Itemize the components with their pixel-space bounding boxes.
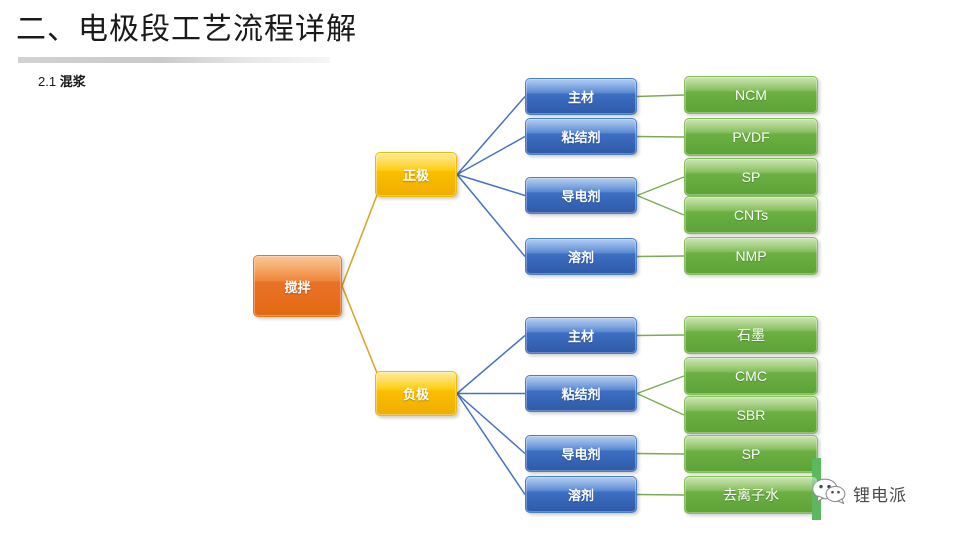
node-material-1-3-label: SP	[741, 446, 761, 462]
node-material-1-3[interactable]: SP	[684, 435, 818, 473]
node-material-1-4-label: 去离子水	[723, 487, 779, 503]
connector-branch-category	[456, 174, 526, 257]
node-category-0-0-label: 主材	[567, 90, 594, 105]
connector-category-material	[636, 334, 685, 337]
node-category-0-0[interactable]: 主材	[525, 78, 637, 115]
title-divider	[18, 57, 330, 63]
connector-category-material	[636, 94, 685, 98]
node-material-0-3[interactable]: CNTs	[684, 196, 818, 234]
node-branch-1[interactable]: 负极	[375, 371, 457, 416]
node-category-1-2[interactable]: 导电剂	[525, 435, 637, 472]
connector-category-material	[636, 375, 685, 395]
node-category-1-1-label: 粘结剂	[561, 387, 601, 402]
node-material-1-2-label: SBR	[736, 407, 766, 423]
connector-category-material	[636, 493, 685, 496]
node-category-0-1[interactable]: 粘结剂	[525, 118, 637, 155]
node-category-0-2[interactable]: 导电剂	[525, 177, 637, 214]
connector-branch-category	[456, 96, 526, 175]
connector-category-material	[636, 452, 685, 455]
node-branch-0[interactable]: 正极	[375, 152, 457, 197]
node-root-mixing[interactable]: 搅拌	[253, 255, 342, 317]
connector-branch-category	[456, 173, 526, 197]
connector-root-branch	[341, 285, 378, 374]
node-material-0-4[interactable]: NMP	[684, 237, 818, 275]
node-branch-0-label: 正极	[402, 168, 429, 183]
node-category-1-3[interactable]: 溶剂	[525, 476, 637, 513]
node-material-0-3-label: CNTs	[733, 207, 769, 223]
node-material-0-0-label: NCM	[735, 87, 767, 103]
watermark-label: 锂电派	[853, 486, 907, 505]
node-material-1-1[interactable]: CMC	[684, 357, 818, 395]
connector-branch-category	[456, 334, 526, 395]
node-material-0-1[interactable]: PVDF	[684, 118, 818, 156]
node-material-1-2[interactable]: SBR	[684, 396, 818, 434]
node-category-0-1-label: 粘结剂	[561, 130, 601, 145]
node-category-1-1[interactable]: 粘结剂	[525, 375, 637, 412]
node-material-0-1-label: PVDF	[732, 129, 770, 145]
node-material-0-2[interactable]: SP	[684, 158, 818, 196]
node-category-1-0[interactable]: 主材	[525, 317, 637, 354]
connector-category-material	[636, 176, 685, 197]
wechat-icon	[812, 478, 846, 509]
connector-category-material	[636, 255, 685, 258]
node-category-1-0-label: 主材	[567, 329, 594, 344]
connector-category-material	[636, 392, 685, 416]
node-material-1-1-label: CMC	[735, 368, 767, 384]
node-category-0-3-label: 溶剂	[567, 250, 594, 265]
node-material-0-2-label: SP	[741, 169, 761, 185]
node-material-0-0[interactable]: NCM	[684, 76, 818, 114]
section-number: 2.1	[38, 74, 60, 89]
connector-root-branch	[341, 194, 378, 287]
node-branch-1-label: 负极	[402, 387, 429, 402]
page-title: 二、电极段工艺流程详解	[16, 13, 357, 46]
watermark: 锂电派	[812, 478, 907, 509]
node-material-1-0-label: 石墨	[737, 327, 765, 343]
node-material-1-0[interactable]: 石墨	[684, 316, 818, 354]
node-material-1-4[interactable]: 去离子水	[684, 476, 818, 514]
node-category-0-3[interactable]: 溶剂	[525, 238, 637, 275]
node-category-1-2-label: 导电剂	[561, 447, 601, 462]
connector-category-material	[636, 194, 685, 216]
node-category-1-3-label: 溶剂	[567, 488, 594, 503]
node-category-0-2-label: 导电剂	[561, 189, 601, 204]
section-label: 混浆	[59, 74, 86, 89]
node-material-0-4-label: NMP	[735, 248, 767, 264]
connector-branch-category	[456, 393, 526, 495]
connector-branch-category	[456, 135, 526, 176]
section-subtitle: 2.1 混浆	[38, 73, 86, 91]
connector-category-material	[636, 135, 685, 138]
node-root-mixing-label: 搅拌	[284, 279, 311, 295]
connector-branch-category	[456, 392, 526, 455]
